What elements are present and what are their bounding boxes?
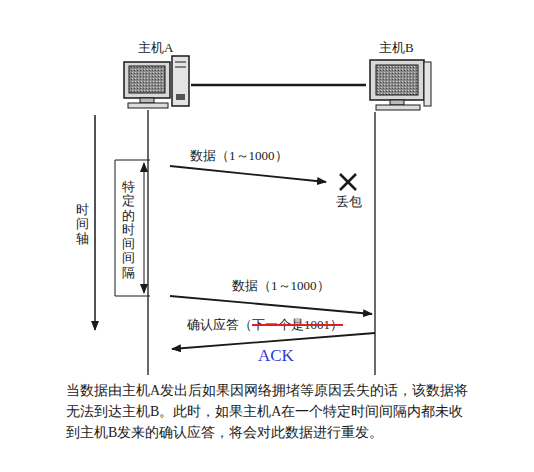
host-label: 主机B <box>379 40 414 55</box>
interval-bracket <box>115 160 150 296</box>
ack-label: ACK <box>258 346 294 365</box>
caption: 当数据由主机A发出后如果因网络拥堵等原因丢失的话，该数据将无法到达主机B。此时，… <box>66 380 471 443</box>
timeline <box>374 112 375 375</box>
host-node: 主机B <box>366 38 432 110</box>
message-arrow <box>170 296 372 314</box>
message-label: 数据（1～1000） <box>190 148 288 163</box>
axis-label: 时间轴 <box>76 203 89 246</box>
computer-icon <box>124 56 189 108</box>
message-arrow <box>170 166 326 182</box>
loss-label: 丢包 <box>336 194 362 209</box>
time-axis-arrow <box>94 115 96 330</box>
computer-icon <box>370 60 431 110</box>
struck-label: 下一个是1001） <box>252 317 343 332</box>
message-label: 确认应答（ <box>187 317 252 332</box>
loss-mark <box>340 174 356 190</box>
timeline <box>147 110 148 375</box>
host-node: 主机A <box>121 38 191 108</box>
host-label: 主机A <box>138 40 173 55</box>
network-cable <box>191 84 366 87</box>
message-label: 数据（1～1000） <box>232 278 330 293</box>
interval-label: 特定的时间间隔 <box>122 180 135 280</box>
